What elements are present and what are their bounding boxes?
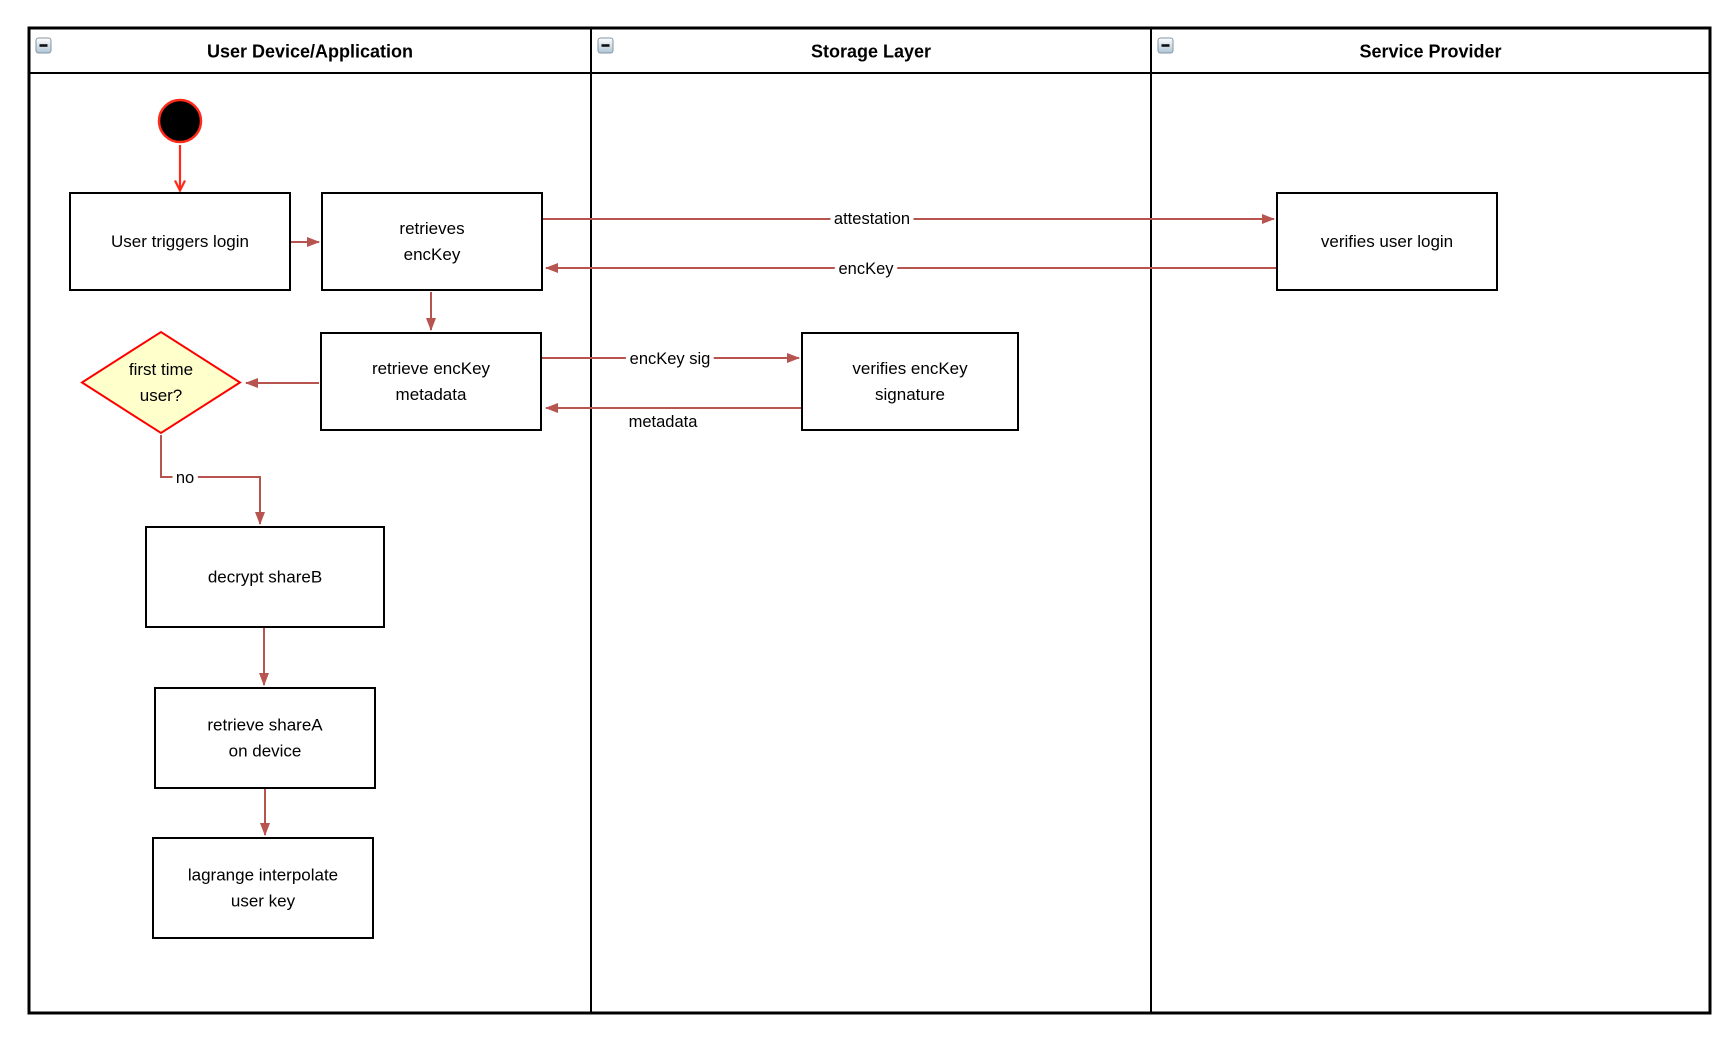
decrypt-shareb[interactable]: decrypt shareB bbox=[145, 526, 385, 628]
no-branch bbox=[160, 435, 265, 525]
node-box bbox=[801, 332, 1019, 431]
node-box bbox=[69, 192, 291, 291]
user-triggers-login[interactable]: User triggers login bbox=[69, 192, 291, 291]
verifies-user-login[interactable]: verifies user login bbox=[1276, 192, 1498, 291]
node-label: User triggers login bbox=[111, 232, 249, 251]
enckey-sig-edge-label: encKey sig bbox=[630, 350, 711, 368]
no-branch-label: no bbox=[176, 469, 194, 487]
lane-header-user-device-application: User Device/Application bbox=[207, 42, 413, 62]
node-box bbox=[145, 526, 385, 628]
decision-diamond bbox=[80, 330, 242, 435]
attestation-edge-label: attestation bbox=[834, 210, 910, 228]
node-box bbox=[152, 837, 374, 939]
node-box bbox=[1276, 192, 1498, 291]
minus-icon[interactable] bbox=[35, 37, 52, 54]
node-box bbox=[320, 332, 542, 431]
node-box bbox=[154, 687, 376, 789]
start-node[interactable] bbox=[157, 98, 203, 144]
node-label: decrypt shareB bbox=[208, 568, 322, 587]
start-circle bbox=[157, 98, 203, 144]
lane-header-storage-layer: Storage Layer bbox=[811, 42, 931, 62]
enckey-return-edge-label: encKey bbox=[838, 260, 894, 278]
metadata-return-edge-label: metadata bbox=[629, 413, 699, 431]
minus-icon[interactable] bbox=[1157, 37, 1174, 54]
node-box bbox=[321, 192, 543, 291]
lane-header-service-provider: Service Provider bbox=[1359, 42, 1501, 62]
minus-icon[interactable] bbox=[597, 37, 614, 54]
node-label: verifies user login bbox=[1321, 232, 1453, 251]
